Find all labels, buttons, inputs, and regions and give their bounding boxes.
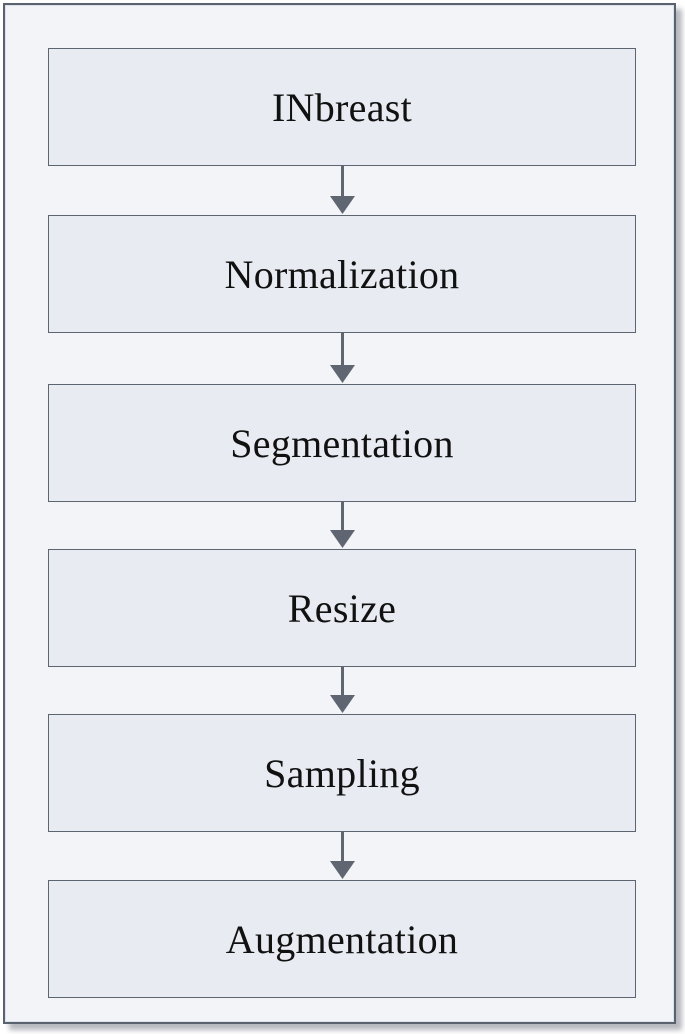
arrow-head bbox=[330, 530, 355, 548]
step-resize: Resize bbox=[48, 549, 636, 667]
step-sampling: Sampling bbox=[48, 714, 636, 832]
arrow-shaft bbox=[341, 333, 344, 365]
diagram-frame bbox=[3, 3, 676, 1024]
step-normalization: Normalization bbox=[48, 215, 636, 333]
arrow-shaft bbox=[341, 166, 344, 196]
step-segmentation: Segmentation bbox=[48, 384, 636, 502]
arrow-shaft bbox=[341, 502, 344, 530]
step-label: Sampling bbox=[264, 750, 420, 796]
step-augmentation: Augmentation bbox=[48, 880, 636, 998]
arrow-head bbox=[330, 695, 355, 713]
arrow-head bbox=[330, 861, 355, 879]
step-label: INbreast bbox=[271, 84, 413, 130]
arrow-head bbox=[330, 365, 355, 383]
arrow-shaft bbox=[341, 667, 344, 695]
step-label: Segmentation bbox=[230, 420, 454, 466]
step-label: Normalization bbox=[224, 251, 460, 297]
arrow-head bbox=[330, 196, 355, 214]
arrow-shaft bbox=[341, 832, 344, 861]
step-label: Augmentation bbox=[225, 916, 459, 962]
step-inbreast: INbreast bbox=[48, 48, 636, 166]
step-label: Resize bbox=[287, 585, 397, 631]
